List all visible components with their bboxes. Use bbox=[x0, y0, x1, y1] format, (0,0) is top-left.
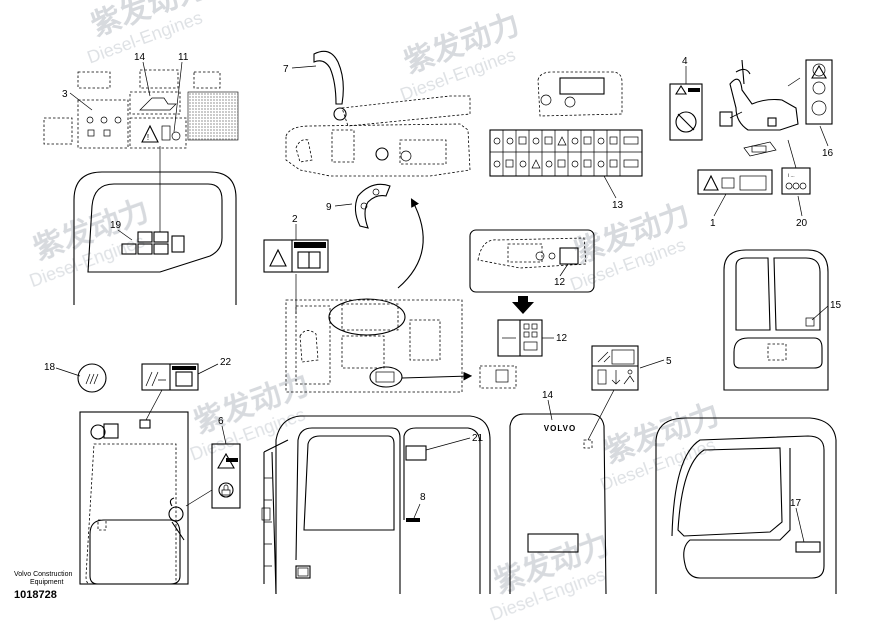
dash-panel: 12 12 bbox=[469, 229, 595, 357]
rear-panel-15: VOLVO 14 bbox=[509, 389, 615, 595]
group-labels-1-4-17-20: 4 16 1 i ... 20 bbox=[669, 56, 834, 229]
right-door-16: 15 bbox=[723, 249, 842, 391]
callout-14: 13 bbox=[612, 200, 624, 211]
callout-15: 14 bbox=[542, 390, 554, 401]
callout-11: 11 bbox=[178, 52, 189, 63]
callout-12-bottom: 12 bbox=[556, 333, 568, 344]
callout-1: 1 bbox=[710, 218, 716, 229]
callout-5: 5 bbox=[666, 356, 672, 367]
watermark-7: 紫发动力 Diesel-Engines bbox=[487, 528, 614, 625]
svg-text:i ...: i ... bbox=[788, 173, 795, 179]
volvo-badge: VOLVO bbox=[544, 424, 576, 433]
rear-window: 19 bbox=[73, 171, 237, 305]
svg-text:!: ! bbox=[147, 133, 149, 142]
arrow-down-icon bbox=[512, 296, 534, 314]
watermark-1: 紫发动力 Diesel-Engines bbox=[84, 0, 211, 68]
pictogram-label-icon bbox=[86, 116, 122, 137]
footer-company-line1: Volvo Construction bbox=[14, 571, 72, 578]
warning-triangle-icon bbox=[269, 248, 287, 267]
left-door-group: 18 22 6 bbox=[44, 357, 241, 585]
right-door-13: 17 bbox=[655, 417, 837, 594]
watermark-3: 紫发动力 Diesel-Engines bbox=[27, 194, 154, 291]
instrument-panel: 13 bbox=[489, 71, 643, 211]
callout-18: 19 bbox=[110, 220, 122, 231]
callout-20: 20 bbox=[796, 218, 808, 229]
group-label-sheet: ! 3 14 11 bbox=[43, 52, 239, 232]
callout-7: 7 bbox=[283, 64, 289, 75]
lock-icon bbox=[218, 482, 234, 498]
label-14-grid bbox=[490, 130, 642, 176]
callout-8: 8 bbox=[420, 492, 426, 503]
curved-arrow-icon bbox=[397, 198, 424, 289]
watermark-4: 紫发动力 Diesel-Engines bbox=[567, 198, 694, 295]
cab-side-group: 21 8 bbox=[261, 415, 491, 595]
callout-21: 21 bbox=[472, 433, 484, 444]
callout-19: 18 bbox=[44, 362, 56, 373]
footer: Volvo Construction Equipment 1018728 bbox=[14, 571, 72, 601]
callout-17: 16 bbox=[822, 148, 834, 159]
callout-22: 22 bbox=[220, 357, 232, 368]
watermark-layer: 紫发动力 Diesel-Engines 紫发动力 Diesel-Engines … bbox=[27, 0, 724, 625]
warning-triangle-icon bbox=[141, 124, 159, 143]
callout-16: 15 bbox=[830, 300, 842, 311]
callout-6: 6 bbox=[218, 416, 224, 427]
warning-triangle-icon bbox=[675, 84, 687, 95]
watermark-2: 紫发动力 Diesel-Engines bbox=[397, 8, 524, 105]
footer-company-line2: Equipment bbox=[30, 579, 64, 586]
label-5-group: 5 bbox=[591, 345, 672, 391]
manual-book-icon bbox=[175, 371, 193, 387]
footer-part-number: 1018728 bbox=[14, 589, 57, 601]
callout-13: 17 bbox=[790, 498, 802, 509]
callout-9: 9 bbox=[326, 202, 332, 213]
callout-12-top: 12 bbox=[554, 277, 566, 288]
warning-triangle-icon bbox=[703, 174, 719, 191]
callout-3: 3 bbox=[62, 89, 68, 100]
cab-floor-plan bbox=[285, 298, 517, 393]
watermark-6: 紫发动力 Diesel-Engines bbox=[597, 398, 724, 495]
callout-2: 2 bbox=[292, 214, 298, 225]
label-2-group: 2 bbox=[263, 214, 329, 314]
callout-10: 14 bbox=[134, 52, 146, 63]
console-assembly: 7 9 bbox=[283, 50, 471, 289]
callout-4: 4 bbox=[682, 56, 688, 67]
